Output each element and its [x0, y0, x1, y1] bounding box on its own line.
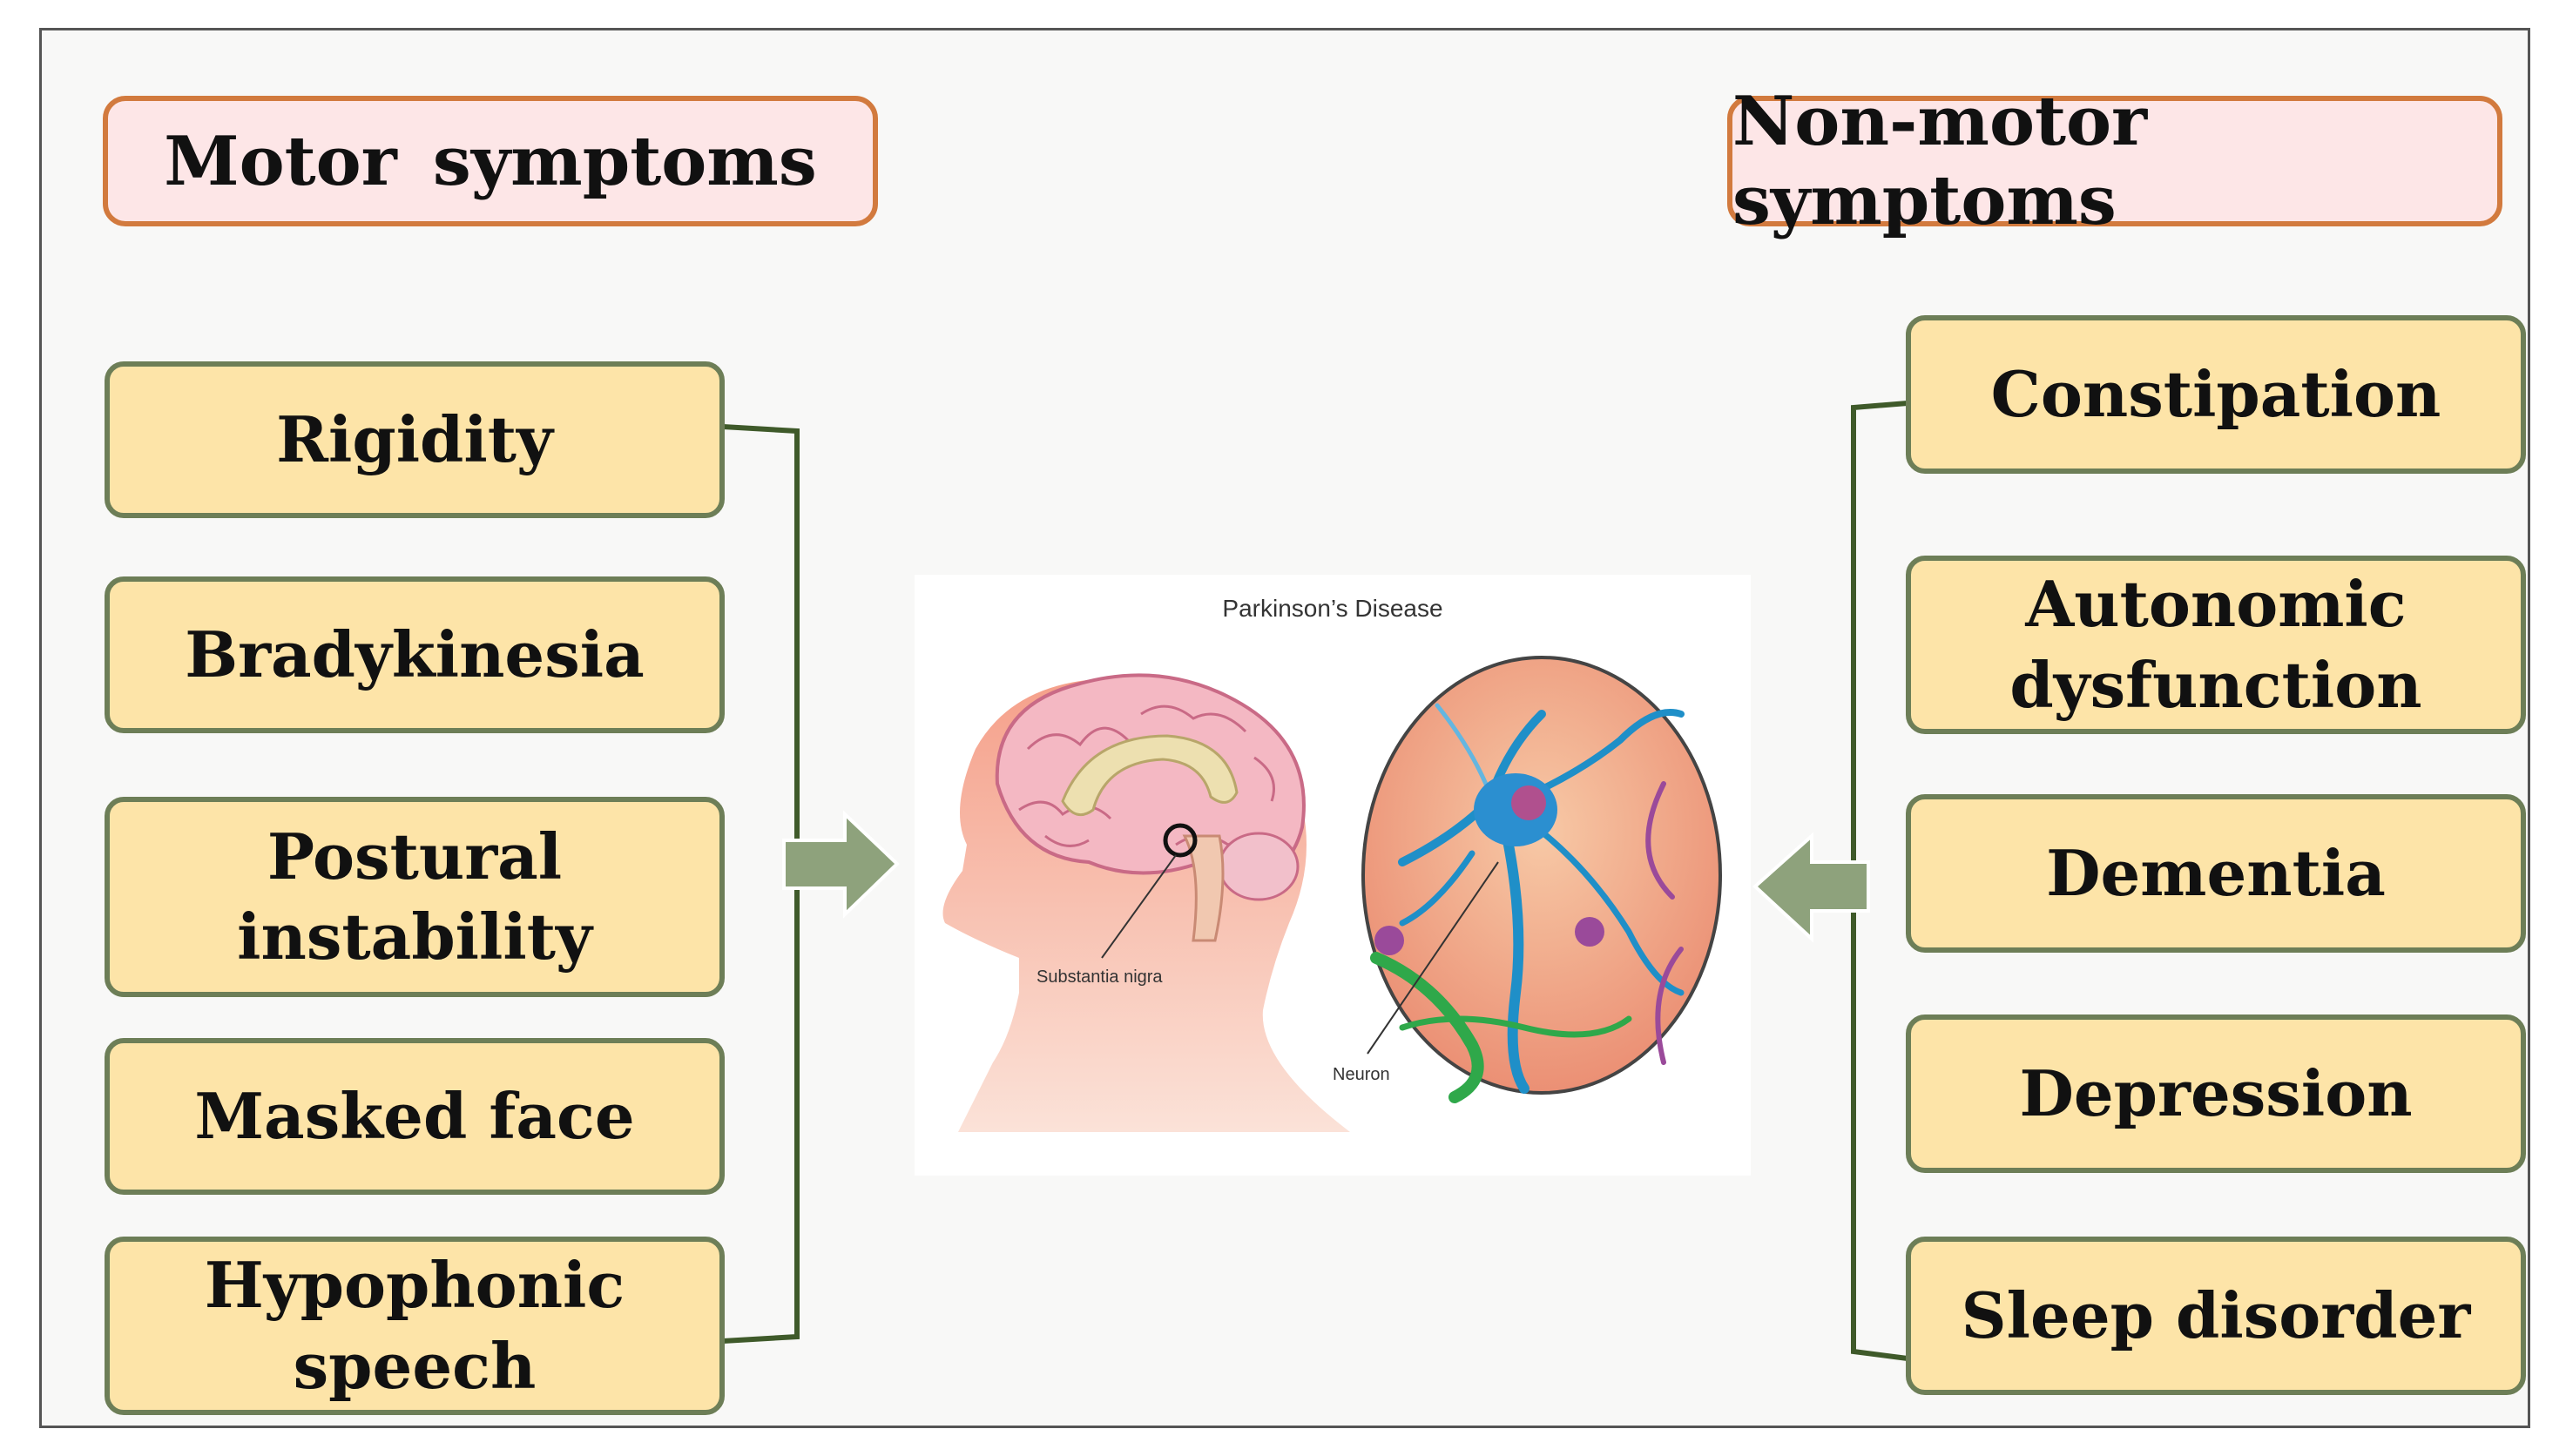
neuron-zoom: [1361, 656, 1722, 1095]
motor-item-label: speech: [293, 1328, 537, 1403]
box-text: Hypophonic speech: [205, 1245, 625, 1405]
nonmotor-item-autonomic-dysfunction: Autonomic dysfunction: [1906, 556, 2526, 734]
left-arrow: [1752, 832, 1870, 943]
motor-item-label: Hypophonic: [204, 1248, 625, 1323]
motor-item-postural-instability: Postural instability: [105, 797, 725, 997]
motor-item-label: instability: [237, 900, 592, 974]
nonmotor-item-label: Constipation: [1990, 356, 2441, 431]
neuron-small-cell-1: [1374, 926, 1404, 955]
substantia-leader: [1101, 854, 1177, 959]
cerebellum: [1218, 832, 1300, 901]
brainstem: [1182, 834, 1225, 942]
nonmotor-item-label: Dementia: [2046, 835, 2386, 910]
neuron-label: Neuron: [1333, 1065, 1390, 1084]
box-text: Autonomic dysfunction: [2009, 564, 2421, 725]
motor-item-label: Rigidity: [276, 401, 553, 476]
illustration-svg: Parkinson’s Disease Substantia nigra: [942, 595, 1722, 1132]
neuron-nucleus: [1511, 785, 1546, 820]
motor-item-rigidity: Rigidity: [105, 361, 725, 518]
parkinsons-illustration: Parkinson’s Disease Substantia nigra: [915, 575, 1751, 1176]
corpus-callosum: [1061, 734, 1239, 817]
neuron-leader: [1367, 861, 1499, 1055]
motor-item-hypophonic-speech: Hypophonic speech: [105, 1237, 725, 1415]
brain-icon: [995, 673, 1306, 882]
illustration-title: Parkinson’s Disease: [1222, 595, 1442, 622]
nonmotor-item-label: dysfunction: [2009, 647, 2422, 722]
substantia-nigra-label: Substantia nigra: [1037, 967, 1163, 987]
right-arrow: [782, 810, 900, 919]
nonmotor-item-depression: Depression: [1906, 1014, 2526, 1173]
nonmotor-item-dementia: Dementia: [1906, 794, 2526, 953]
motor-symptoms-header: Motor symptoms: [103, 96, 878, 226]
nonmotor-symptoms-header: Non-motor symptoms: [1727, 82, 2502, 240]
motor-item-masked-face: Masked face: [105, 1038, 725, 1195]
box-text: Postural instability: [237, 817, 592, 977]
nonmotor-item-constipation: Constipation: [1906, 315, 2526, 474]
substantia-nigra-marker: [1163, 823, 1198, 858]
motor-item-label: Masked face: [194, 1078, 635, 1153]
nonmotor-item-label: Depression: [2019, 1055, 2413, 1130]
nonmotor-item-label: Autonomic: [2025, 567, 2407, 642]
neuron-small-cell-2: [1575, 917, 1604, 947]
motor-item-label: Postural: [267, 819, 563, 893]
nonmotor-item-sleep-disorder: Sleep disorder: [1906, 1237, 2526, 1395]
motor-item-bradykinesia: Bradykinesia: [105, 576, 725, 733]
motor-item-label: Bradykinesia: [185, 617, 645, 691]
nonmotor-item-label: Sleep disorder: [1961, 1277, 2471, 1352]
